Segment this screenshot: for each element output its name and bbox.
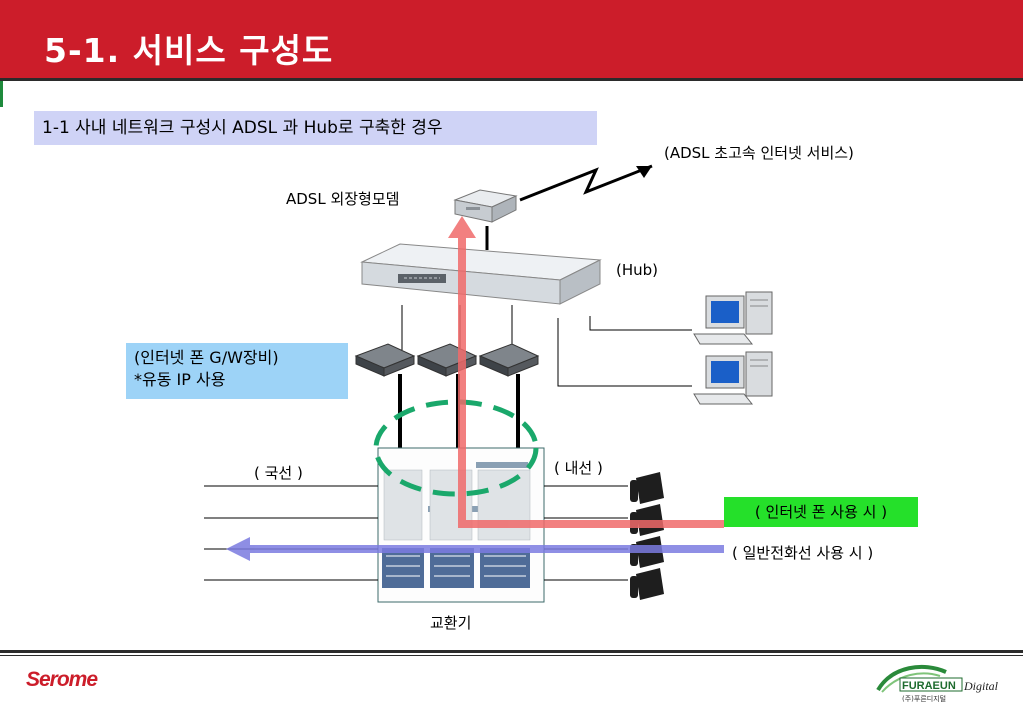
- pc-icon-1: [693, 291, 773, 345]
- gateway-info-box: (인터넷 폰 G/W장비) *유동 IP 사용: [126, 343, 348, 399]
- gateway-device-2: [416, 343, 478, 377]
- phone-icon-4: [630, 568, 664, 600]
- furaeun-logo-sub-text: (주)푸른디지털: [902, 694, 946, 703]
- header-accent-tick: [0, 81, 3, 107]
- internet-link-arrowhead: [636, 166, 652, 178]
- extension-line-label: ( 내선 ): [554, 459, 603, 477]
- furaeun-logo-script-text: Digital: [963, 679, 999, 693]
- furaeun-digital-logo: FURAEUN Digital (주)푸른디지털: [876, 664, 999, 703]
- header-divider: [0, 78, 1023, 81]
- gateway-device-3: [478, 343, 540, 377]
- regular-phone-use-label: ( 일반전화선 사용 시 ): [732, 544, 874, 562]
- pc-icon-2: [693, 351, 773, 405]
- internet-link-zigzag: [519, 164, 653, 202]
- internet-phone-path-arrow: [448, 216, 724, 528]
- footer-divider-thin: [0, 655, 1023, 656]
- serome-logo: Serome: [26, 668, 98, 691]
- adsl-service-label: (ADSL 초고속 인터넷 서비스): [664, 144, 854, 162]
- gateway-connection-dashed-ellipse: [373, 399, 539, 497]
- hub-pc2-cable: [557, 318, 692, 387]
- phone-icon-1: [630, 472, 664, 504]
- gateway-device-1: [354, 343, 416, 377]
- slide-header: [0, 0, 1023, 78]
- hub-icon: [360, 243, 602, 305]
- regular-phone-path-arrow: [226, 537, 724, 561]
- hub-pc1-cable: [589, 316, 692, 331]
- adsl-modem-icon: [453, 189, 518, 223]
- hub-label: (Hub): [616, 261, 659, 279]
- exchange-label: 교환기: [430, 614, 472, 632]
- furaeun-logo-main-text: FURAEUN: [902, 680, 956, 692]
- gateway-ip-note: *유동 IP 사용: [134, 370, 226, 389]
- slide-title: 5-1. 서비스 구성도: [44, 31, 334, 70]
- slide-subtitle: 1-1 사내 네트워크 구성시 ADSL 과 Hub로 구축한 경우: [34, 111, 597, 145]
- internet-phone-use-label: ( 인터넷 폰 사용 시 ): [724, 497, 918, 527]
- trunk-line-label: ( 국선 ): [254, 464, 303, 482]
- footer-divider: [0, 650, 1023, 653]
- adsl-modem-label: ADSL 외장형모뎀: [286, 190, 400, 208]
- gateway-label: (인터넷 폰 G/W장비): [134, 348, 279, 367]
